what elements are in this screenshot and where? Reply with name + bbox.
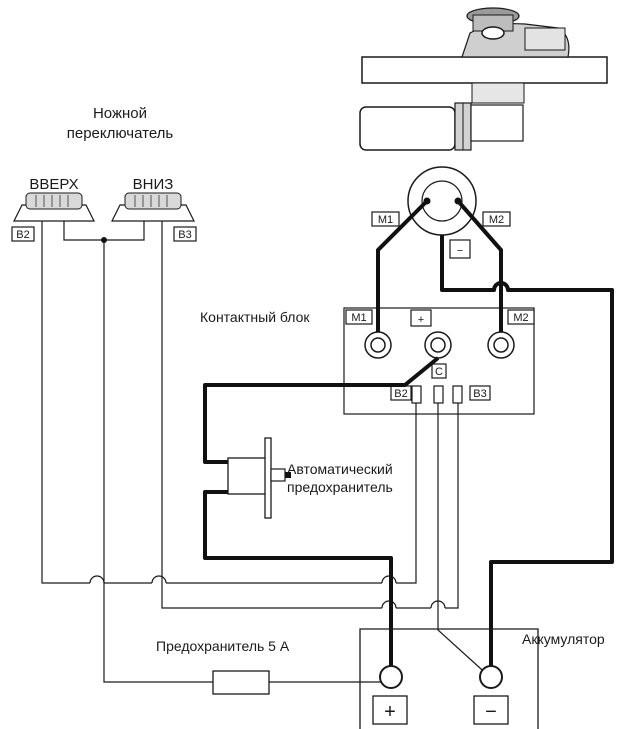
fuse-label: Предохранитель 5 А bbox=[156, 638, 290, 654]
motor-terminal-cap bbox=[407, 166, 477, 236]
battery-minus-label: − bbox=[485, 701, 497, 723]
switch-b2-label: B2 bbox=[16, 229, 29, 241]
block-m1-tag bbox=[345, 309, 373, 325]
breaker-label-line1: Автоматический bbox=[287, 461, 393, 477]
foot-switch-label-line1: Ножной bbox=[93, 105, 147, 122]
motor-m2-label: M2 bbox=[489, 214, 504, 226]
down-pedal-switch bbox=[111, 192, 195, 222]
block-plus-label: + bbox=[418, 314, 424, 326]
up-pedal-switch bbox=[13, 192, 95, 222]
battery-minus-post bbox=[479, 665, 503, 689]
battery-plus-post bbox=[379, 665, 403, 689]
circuit-breaker bbox=[227, 437, 291, 519]
motor-m1-tag bbox=[371, 211, 400, 227]
battery-plus-tag bbox=[372, 695, 408, 725]
switch-b2-tag bbox=[11, 226, 35, 242]
up-switch-label: ВВЕРХ bbox=[29, 176, 78, 193]
block-b2-label: B2 bbox=[394, 388, 407, 400]
power-wires bbox=[203, 199, 614, 666]
control-wires bbox=[41, 221, 492, 683]
motor-m2-tag bbox=[482, 211, 511, 227]
battery-body bbox=[359, 628, 539, 729]
motor-minus-label: − bbox=[457, 245, 463, 257]
down-switch-label: ВНИЗ bbox=[133, 176, 174, 193]
foot-switch-label-line2: переключатель bbox=[67, 125, 174, 142]
switch-b3-tag bbox=[173, 226, 197, 242]
fuse-5a bbox=[212, 670, 270, 695]
block-b3-label: B3 bbox=[473, 388, 486, 400]
block-c-tag bbox=[431, 363, 447, 379]
motor-m1-label: M1 bbox=[378, 214, 393, 226]
windlass-drawing bbox=[359, 7, 608, 151]
block-b3-tag bbox=[469, 385, 491, 401]
block-c-label: C bbox=[435, 366, 443, 378]
block-m1-label: M1 bbox=[351, 312, 366, 324]
battery-plus-label: + bbox=[384, 701, 396, 723]
contact-block-label: Контактный блок bbox=[200, 309, 310, 325]
block-plus-tag bbox=[410, 309, 432, 327]
breaker-label-line2: предохранитель bbox=[287, 479, 393, 495]
block-m2-label: M2 bbox=[513, 312, 528, 324]
block-m2-tag bbox=[507, 309, 535, 325]
switch-b3-label: B3 bbox=[178, 229, 191, 241]
battery-minus-tag bbox=[473, 695, 509, 725]
motor-minus-tag bbox=[449, 239, 471, 259]
battery-label: Аккумулятор bbox=[522, 631, 605, 647]
